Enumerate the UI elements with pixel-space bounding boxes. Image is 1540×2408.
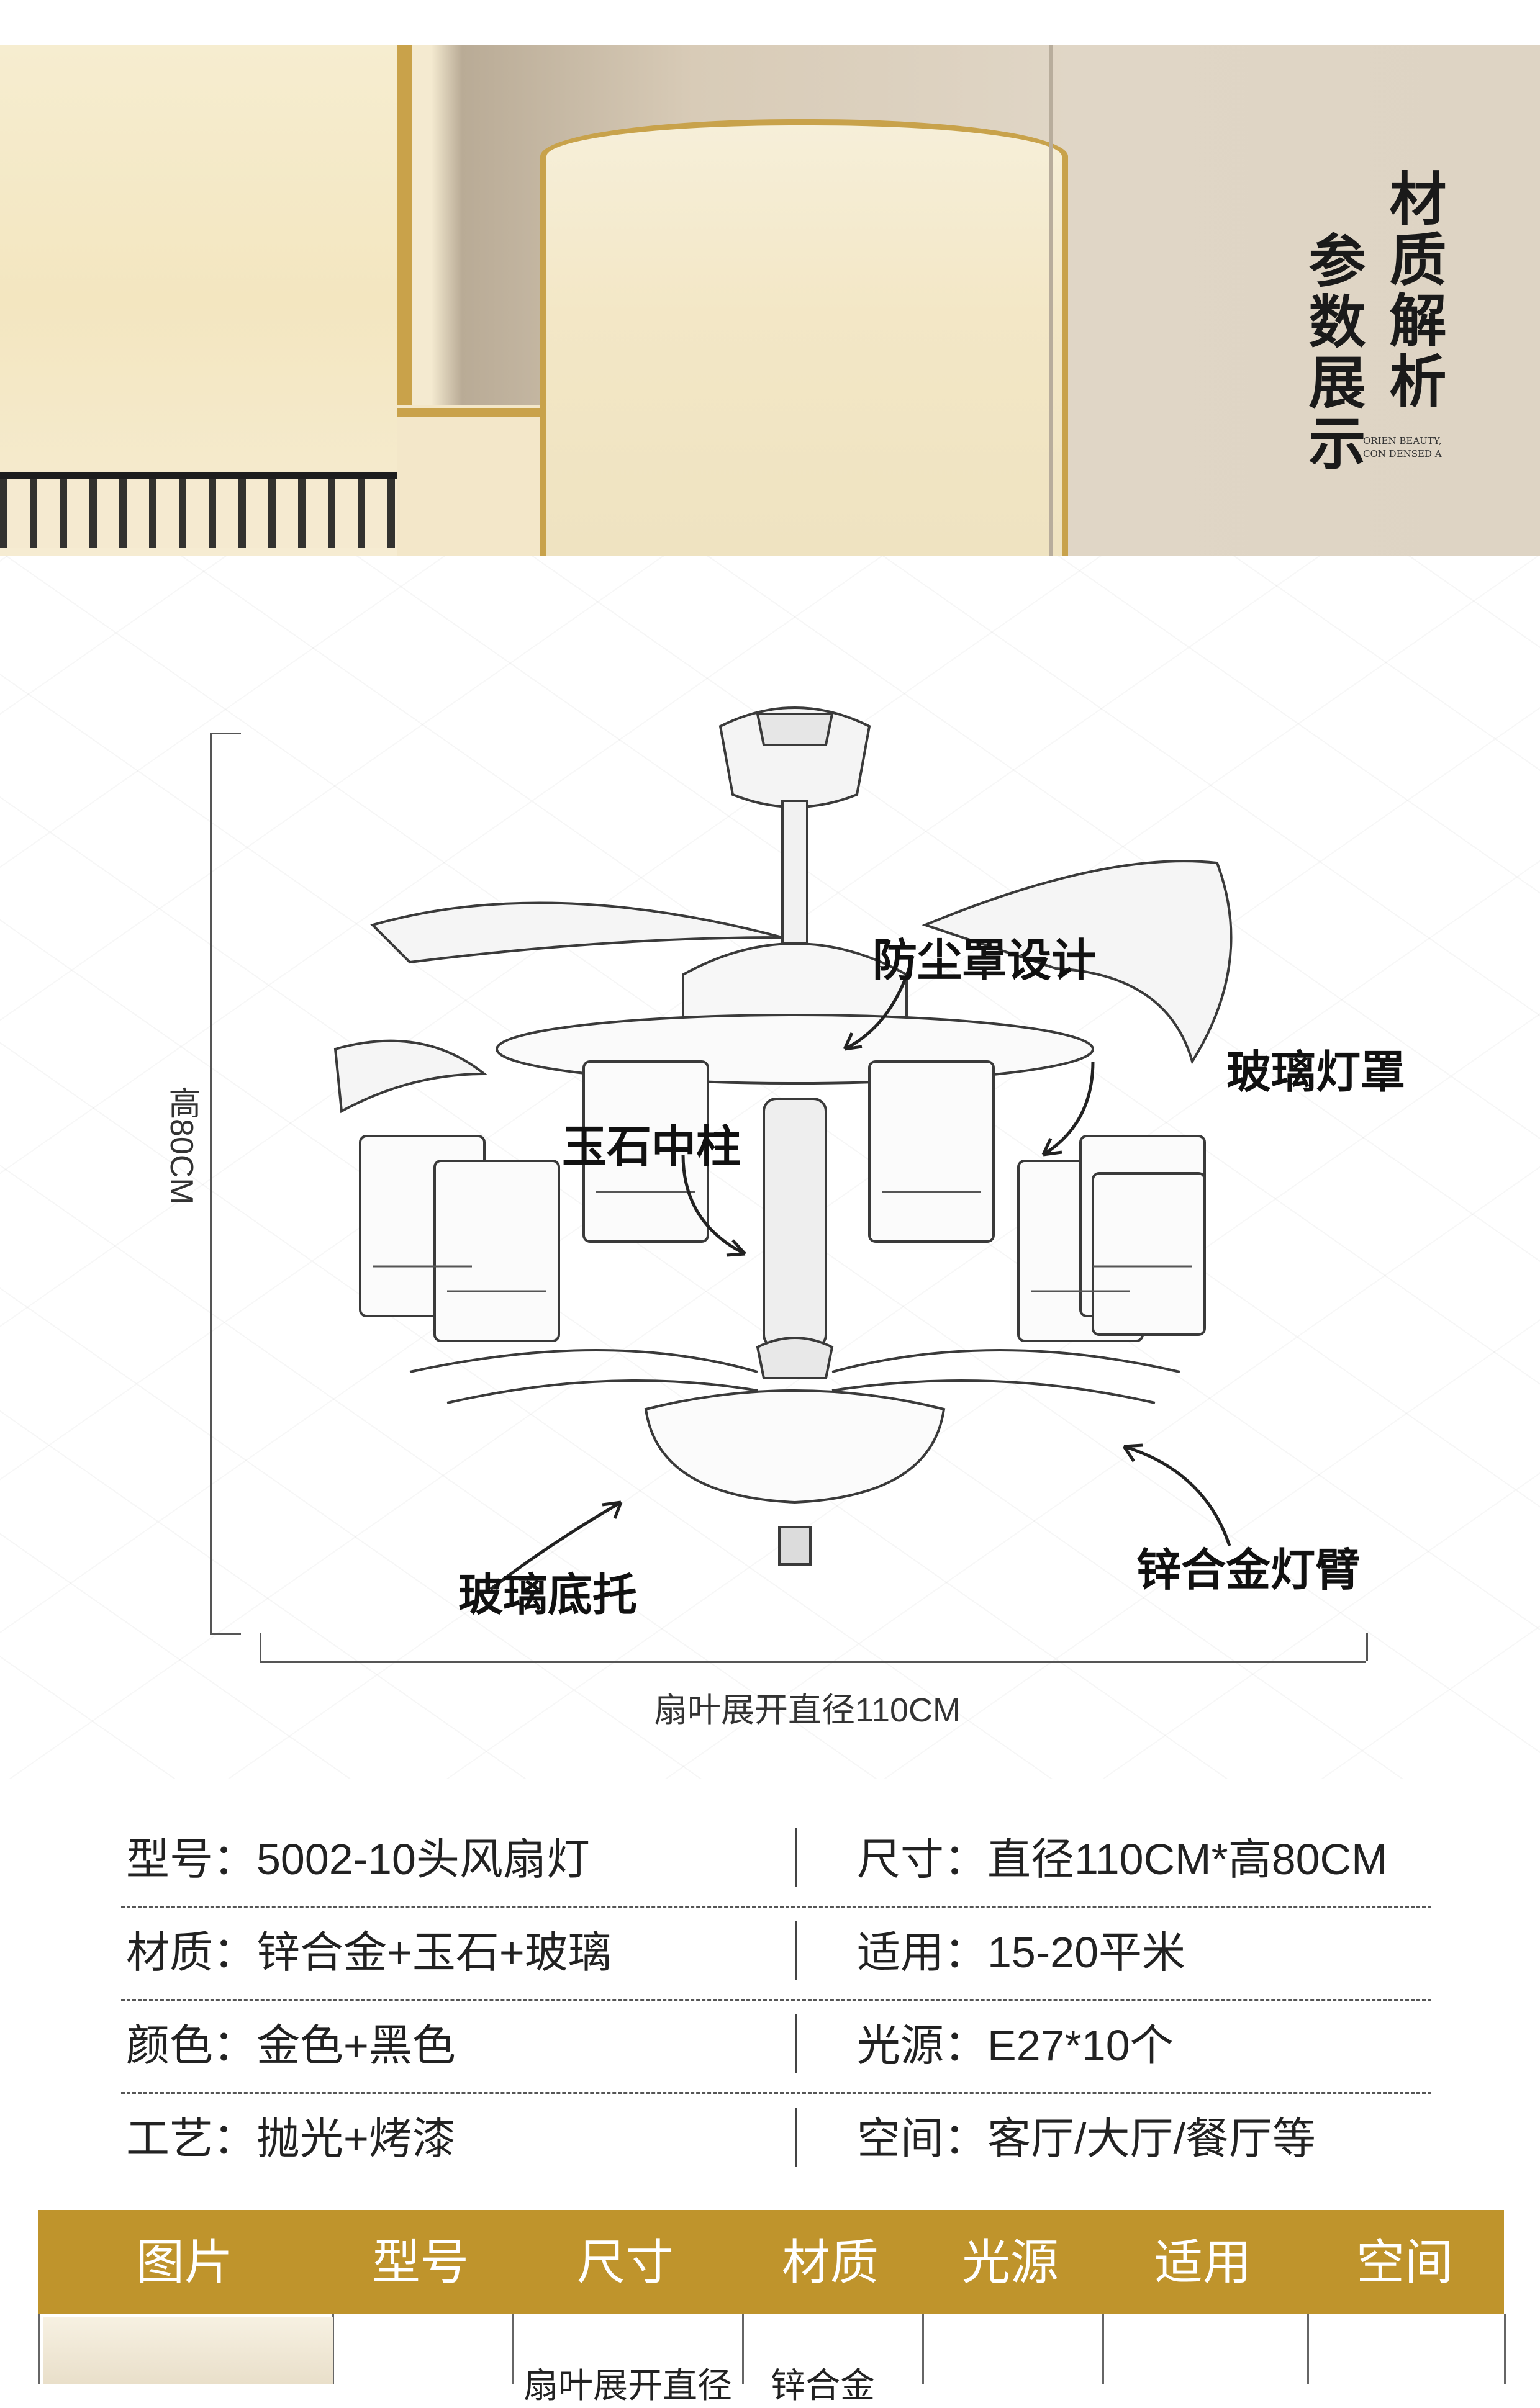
spec-color: 颜色：金色+黑色: [126, 2021, 456, 2070]
th-model: 型号: [371, 2235, 469, 2289]
fret-pattern: [0, 479, 397, 548]
th-size: 尺寸: [576, 2235, 674, 2289]
th-image: 图片: [135, 2235, 233, 2289]
height-dimension-tick-top: [210, 733, 241, 734]
spec-space: 空间：客厅/大厅/餐厅等: [857, 2114, 1316, 2163]
td-material-text: 锌合金: [771, 2366, 875, 2405]
spec-divider: [795, 2014, 797, 2073]
width-dimension-line: [260, 1661, 1366, 1663]
th-area: 适用: [1154, 2235, 1251, 2289]
hero-title-col1: 材质解析: [1380, 169, 1447, 412]
fret-border: [0, 472, 397, 479]
hero-subtitle-en: ORIEN BEAUTY, CON DENSED A: [1363, 435, 1442, 459]
td-model: [332, 2314, 514, 2384]
product-thumbnail: [43, 2317, 333, 2384]
th-light-source: 光源: [961, 2235, 1059, 2289]
hero-title: 材质解析 参数展示: [1279, 119, 1478, 504]
spec-divider: [795, 1828, 797, 1887]
product-table-row: 扇叶展开直径 锌合金: [38, 2314, 1506, 2405]
spec-row: 型号：5002-10头风扇灯 尺寸：直径110CM*高80CM: [121, 1813, 1431, 1908]
th-space: 空间: [1356, 2235, 1453, 2289]
td-space: [1307, 2314, 1506, 2384]
td-area: [1102, 2314, 1309, 2384]
lamp-shade-middle-image: [397, 405, 546, 556]
td-material: 锌合金: [742, 2314, 924, 2405]
lamp-shade-left-image: [0, 45, 397, 556]
spec-process: 工艺：抛光+烤漆: [126, 2114, 456, 2163]
spec-model: 型号：5002-10头风扇灯: [126, 1835, 590, 1883]
spec-divider: [795, 2108, 797, 2167]
spec-light-source: 光源：E27*10个: [857, 2021, 1174, 2070]
td-light-source: [922, 2314, 1104, 2384]
td-size-text: 扇叶展开直径: [523, 2366, 732, 2405]
spec-size: 尺寸：直径110CM*高80CM: [857, 1835, 1388, 1883]
hero-banner: 材质解析 参数展示 ORIEN BEAUTY, CON DENSED A: [0, 45, 1540, 556]
callout-jade-column: 玉石中柱: [562, 1120, 741, 1173]
callout-dust-cover: 防尘罩设计: [872, 934, 1097, 986]
height-label: 高80CM: [163, 1086, 199, 1205]
height-dimension-line: [210, 733, 212, 1633]
wall-edge: [1049, 45, 1053, 556]
width-dimension-tick-left: [260, 1633, 261, 1661]
spec-material: 材质：锌合金+玉石+玻璃: [126, 1928, 612, 1977]
width-dimension-tick-right: [1366, 1633, 1368, 1661]
spec-row: 材质：锌合金+玉石+玻璃 适用：15-20平米: [121, 1906, 1431, 2001]
lamp-shade-right-image: [540, 119, 1068, 556]
height-dimension-tick-bottom: [210, 1633, 241, 1635]
spec-list: 型号：5002-10头风扇灯 尺寸：直径110CM*高80CM 材质：锌合金+玉…: [121, 1813, 1431, 2173]
callout-glass-shade: 玻璃灯罩: [1226, 1045, 1406, 1098]
spec-row: 工艺：抛光+烤漆 空间：客厅/大厅/餐厅等: [121, 2092, 1431, 2185]
product-table-header: 图片 型号 尺寸 材质 光源 适用 空间: [38, 2210, 1504, 2314]
width-label: 扇叶展开直径110CM: [653, 1692, 961, 1729]
hero-title-col2: 参数展示: [1299, 231, 1366, 474]
td-size: 扇叶展开直径: [512, 2314, 744, 2405]
th-material: 材质: [781, 2235, 879, 2289]
callout-glass-base: 玻璃底托: [458, 1568, 638, 1621]
gold-trim-middle: [397, 408, 546, 417]
spec-area: 适用：15-20平米: [857, 1928, 1186, 1977]
ceiling-fan-light-sketch: [333, 706, 1233, 1590]
spec-row: 颜色：金色+黑色 光源：E27*10个: [121, 1999, 1431, 2094]
td-image: [40, 2314, 334, 2384]
spec-divider: [795, 1921, 797, 1980]
callout-zinc-arm: 锌合金灯臂: [1136, 1543, 1361, 1596]
